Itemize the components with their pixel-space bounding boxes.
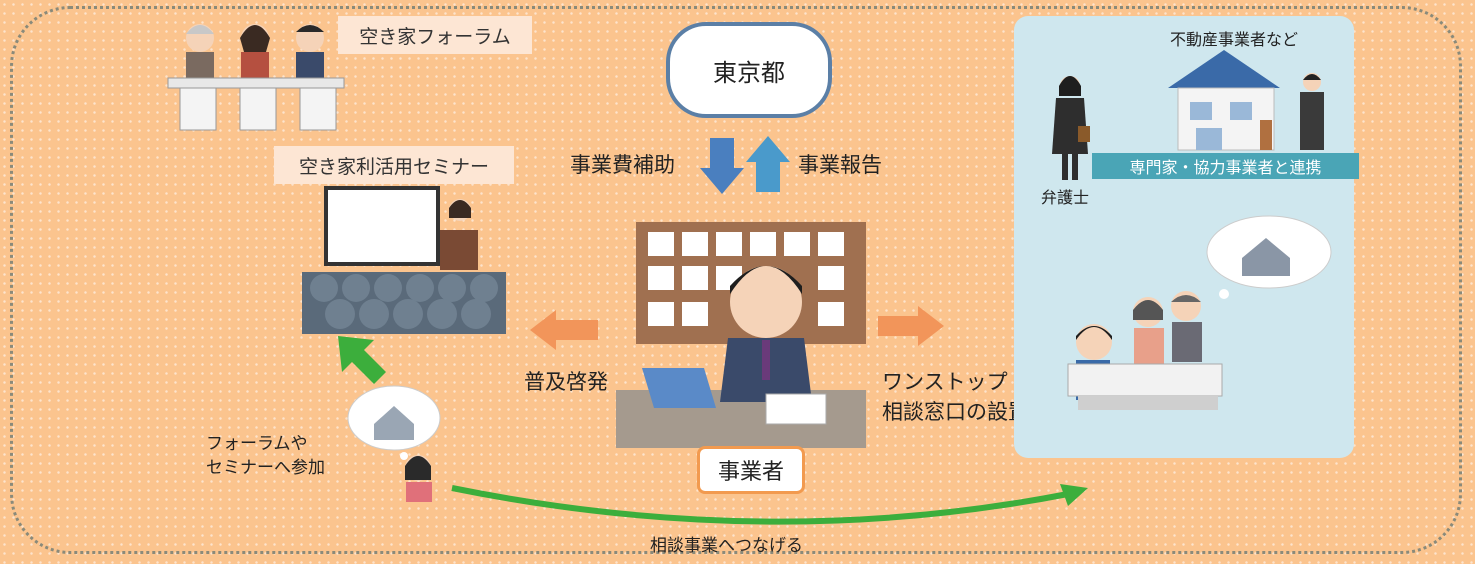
subsidy-label: 事業費補助 [570,153,675,177]
house-illustration [1168,50,1280,151]
tokyo-box: 東京都 [666,22,832,118]
participate-label-line1: フォーラムや [206,434,308,454]
seminar-label: 空き家利活用セミナー [274,146,514,184]
realestate-label: 不動産事業者など [1170,30,1299,49]
forum-illustration [167,24,345,131]
operator-box: 事業者 [697,446,805,494]
one-stop-label-line1: ワンストップ [882,370,1008,394]
lawyer-illustration [1052,76,1090,180]
lawyer-label: 弁護士 [1041,188,1090,207]
diagram-frame [10,6,1462,554]
consultation-illustration [1067,215,1332,410]
one-stop-label-line2: 相談窓口の設置 [882,400,1029,424]
awareness-label: 普及啓発 [524,370,608,394]
connect-label: 相談事業へつなげる [650,536,803,556]
report-arrow-icon [746,136,790,192]
report-label: 事業報告 [798,153,882,177]
one-stop-arrow-icon [878,306,944,346]
participant-illustration [347,385,441,502]
seminar-illustration [302,186,506,334]
partners-bar: 専門家・協力事業者と連携 [1092,153,1359,179]
realtor-illustration [1300,73,1324,150]
participate-arrow-icon [338,336,386,384]
subsidy-arrow-icon [700,138,744,194]
forum-label: 空き家フォーラム [338,16,532,54]
connect-arrow-icon [451,484,1088,525]
participate-label-line2: セミナーへ参加 [206,458,325,478]
operator-illustration [616,222,866,448]
awareness-arrow-icon [530,310,598,350]
